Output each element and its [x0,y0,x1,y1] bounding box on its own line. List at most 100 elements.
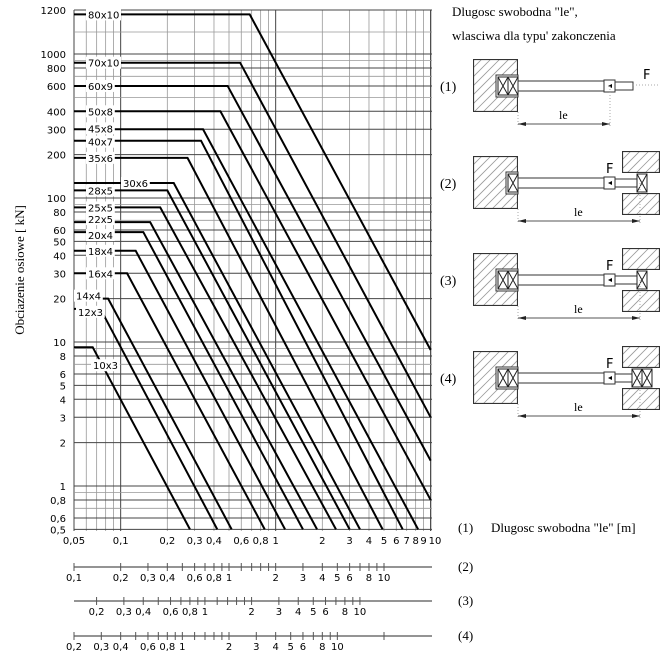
series-line-50x8 [74,110,432,501]
hatch-line [663,290,667,312]
x-tick-label: 7 [403,536,409,547]
hatch-line [622,290,632,300]
scale-tick-label: 5 [334,573,340,584]
y-tick-label: 0,8 [50,496,66,507]
series-label: 18x4 [88,247,113,258]
bearing-cross [497,270,509,290]
x-tick-label: 0,3 [187,536,203,547]
y-tick-label: 40 [53,251,66,262]
scale-tick-label: 4 [272,642,278,653]
hatch-line [653,208,660,215]
series-label-bg [86,56,121,69]
x-tick-label: 0,2 [159,536,175,547]
hatch-line [626,346,650,368]
scale-tick-label: 0,8 [182,607,198,618]
y-tick-label: 0,5 [50,525,66,536]
case-id: (3) [440,274,457,289]
hatch-line [473,351,492,370]
bearing-cross [497,76,509,96]
scale-tick-label: 10 [331,642,344,653]
scale-tick-label: 0,6 [187,573,203,584]
bearing-cross [507,76,519,96]
hatch-line [500,191,518,209]
scale-tick-label: 6 [322,607,328,618]
series-label: 10x3 [93,361,118,372]
scale-tick-label: 0,8 [206,573,222,584]
scale-id-label: (2) [458,559,473,574]
scale-tick-label: 3 [276,607,282,618]
scale-tick-label: 2 [248,607,254,618]
diagram-case-1: (1) Fle [440,59,660,127]
y-tick-label: 3 [60,413,66,424]
series-label-bg [86,267,115,280]
support-housing-bottom-outline [622,193,660,215]
length-label: le [559,108,568,122]
hatch-line [473,59,492,78]
support-housing-bottom-outline [622,388,660,410]
scale-id-label: (3) [458,593,473,608]
y-tick-label: 400 [47,107,66,118]
case-id: (2) [440,177,457,192]
series-label: 50x8 [88,107,113,118]
bearing-cross [507,368,519,388]
hatch-line [626,248,650,270]
y-tick-label: 800 [47,64,66,75]
scale-tick-label: 3 [300,573,306,584]
screw-shaft [517,177,606,189]
series-line-14x4 [74,297,233,530]
hatch-line [653,166,660,173]
hatch-line [635,346,659,368]
force-label: F [643,68,650,83]
y-tick-labels: 1200100080060040030020010080605040302010… [41,6,66,536]
scale-tick-label: 10 [378,573,391,584]
support-housing-top-outline [622,248,660,270]
arrow-icon [608,278,612,282]
x-tick-label: 3 [346,536,352,547]
hatch-line [653,361,660,368]
y-axis-label: Obciazenie osiowe [ kN] [12,205,27,335]
series-line-70x10 [74,61,432,418]
hatch-line [473,164,518,209]
series-line-40x7 [74,139,404,530]
scale-tick-label: 0,2 [89,607,105,618]
hatch-line [622,248,641,267]
y-tick-label: 0,6 [50,514,66,525]
series-label-bg [86,201,115,214]
hatch-line [635,151,659,173]
series-label: 20x4 [88,231,113,242]
scale-tick-label: 0,6 [163,607,179,618]
x-tick-label: 2 [319,536,325,547]
hatch-line [622,290,641,309]
hatch-line [491,182,518,209]
hatch-line [644,352,660,368]
support-housing-top-outline [622,151,660,173]
case-id: (1) [440,80,457,95]
hatch-line [635,193,659,215]
grid [73,9,432,531]
hatch-line [635,290,659,312]
scale-tick-label: 2 [272,573,278,584]
x-tick-label: 8 [412,536,418,547]
scale-tick-label: 0,2 [66,642,82,653]
scale-tick-label: 5 [310,607,316,618]
hatch-line [622,193,632,203]
series-label: 14x4 [76,292,101,303]
screw-shaft [517,372,606,384]
x-tick-label: 4 [366,536,372,547]
scale-tick-label: 6 [300,642,306,653]
x-axis-label: Dlugosc swobodna "le" [m] [491,520,636,535]
diagram-case-4: (4)Fle [440,346,660,419]
x-tick-label: 6 [393,536,399,547]
series-label: 22x5 [88,215,113,226]
series-label-bg [86,151,115,164]
x-tick-label: 0,4 [206,536,222,547]
y-tick-label: 200 [47,151,66,162]
series-label-bg [76,305,105,318]
hatch-line [626,193,650,215]
arrow-icon [608,181,612,185]
scale-tick-label: 10 [354,607,367,618]
hatch-line [663,151,667,173]
series-label: 25x5 [88,203,113,214]
y-tick-label: 30 [53,269,66,280]
